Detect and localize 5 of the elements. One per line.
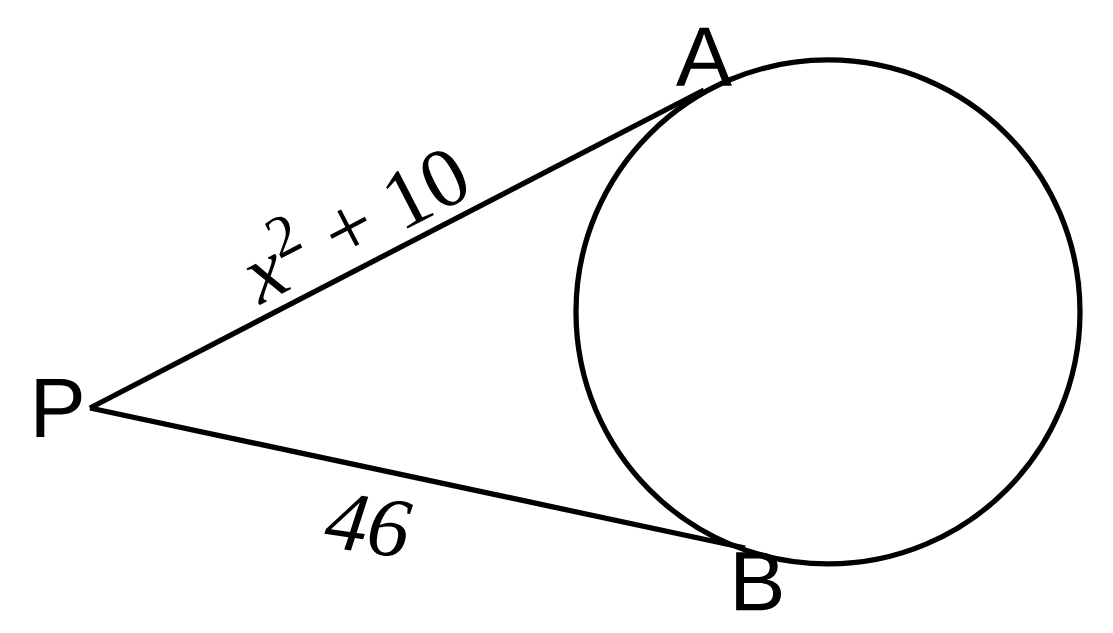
tangent-line (89, 405, 746, 551)
edge-label: 46 (324, 495, 413, 557)
edge-label: x$^{2}$ + 10 (246, 151, 467, 306)
point-label: A (676, 27, 732, 86)
point-label: P (36, 378, 82, 437)
